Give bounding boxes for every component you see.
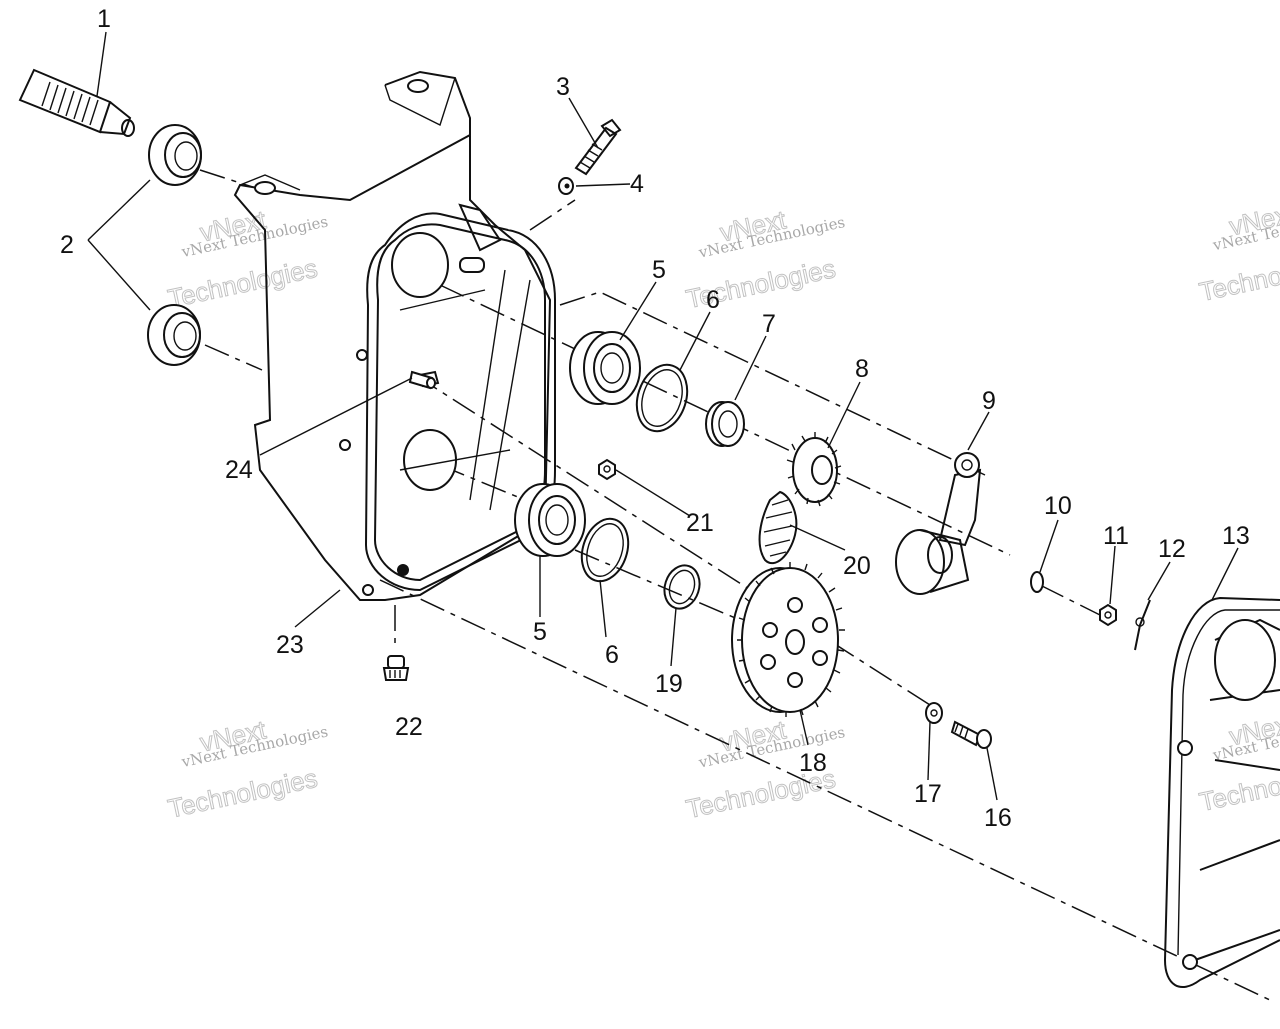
part-5-bearing-upper — [569, 331, 641, 405]
callout-20: 20 — [843, 552, 871, 580]
watermark-bottom-left: vNext vNext Technologies Technologies — [165, 714, 330, 824]
watermark-top-left: vNext vNext Technologies Technologies — [165, 204, 330, 314]
part-8-sprocket-upper — [786, 432, 842, 507]
part-11-nut — [1099, 603, 1117, 627]
part-16-bolt — [950, 720, 992, 749]
watermark-top-center: vNext vNext Technologies Technologies — [683, 204, 847, 315]
part-4-nut — [558, 177, 574, 195]
callout-24: 24 — [225, 456, 253, 484]
part-22-drain-plug — [382, 655, 410, 681]
callout-labels: 1 2 3 4 5 6 7 8 9 10 11 12 13 24 21 20 2… — [60, 5, 1250, 832]
part-12-cotter-pin — [1134, 599, 1151, 651]
part-2-seal-upper — [148, 124, 202, 186]
part-21-nut — [598, 458, 616, 481]
callout-6-lower: 6 — [605, 641, 619, 669]
part-5-bearing-lower — [514, 483, 586, 557]
part-10-washer — [1030, 571, 1044, 593]
part-20-chain — [758, 490, 798, 565]
part-1-shaft — [18, 68, 135, 137]
part-7-spacer — [705, 401, 745, 447]
callout-1: 1 — [97, 5, 111, 33]
svg-text:Technologies: Technologies — [1197, 756, 1280, 817]
part-19-washer — [663, 564, 701, 610]
watermark-top-right: vNext vNext Technologies Technologies — [1196, 198, 1280, 308]
callout-13: 13 — [1222, 522, 1250, 550]
part-17-washer — [925, 702, 943, 724]
callout-9: 9 — [982, 387, 996, 415]
callout-3: 3 — [556, 73, 570, 101]
chaincase-housing — [233, 70, 556, 601]
part-18-sprocket-lower — [731, 562, 845, 717]
callout-22: 22 — [395, 713, 423, 741]
watermark-bottom-center: vNext vNext Technologies Technologies — [683, 714, 847, 825]
callout-5-upper: 5 — [652, 256, 666, 284]
callout-16: 16 — [984, 804, 1012, 832]
part-24-dowel-pin — [408, 370, 436, 390]
callout-17: 17 — [914, 780, 942, 808]
callout-4: 4 — [630, 170, 644, 198]
callout-21: 21 — [686, 509, 714, 537]
svg-text:Technologies: Technologies — [1197, 246, 1280, 307]
callout-11: 11 — [1103, 522, 1129, 550]
callout-7: 7 — [762, 310, 776, 338]
callout-6-upper: 6 — [706, 286, 720, 314]
callout-18: 18 — [799, 749, 827, 777]
leader-lines — [87, 31, 1239, 801]
part-2-seal-lower — [147, 304, 201, 366]
svg-text:Technologies: Technologies — [165, 253, 320, 314]
callout-10: 10 — [1044, 492, 1072, 520]
part-6-snap-ring-upper — [635, 363, 689, 433]
part-9-tensioner-arm — [895, 452, 982, 595]
callout-2: 2 — [60, 231, 74, 259]
part-13-chaincase-cover — [1163, 596, 1280, 989]
part-6-snap-ring-lower — [580, 517, 630, 583]
svg-text:Technologies: Technologies — [165, 763, 320, 824]
callout-5-lower: 5 — [533, 618, 547, 646]
callout-12: 12 — [1158, 535, 1186, 563]
watermark-bottom-right: vNext vNext Technologies Technologies — [1196, 708, 1280, 818]
callout-8: 8 — [855, 355, 869, 383]
callout-19: 19 — [655, 670, 683, 698]
part-3-bolt — [574, 118, 622, 176]
callout-23: 23 — [276, 631, 304, 659]
